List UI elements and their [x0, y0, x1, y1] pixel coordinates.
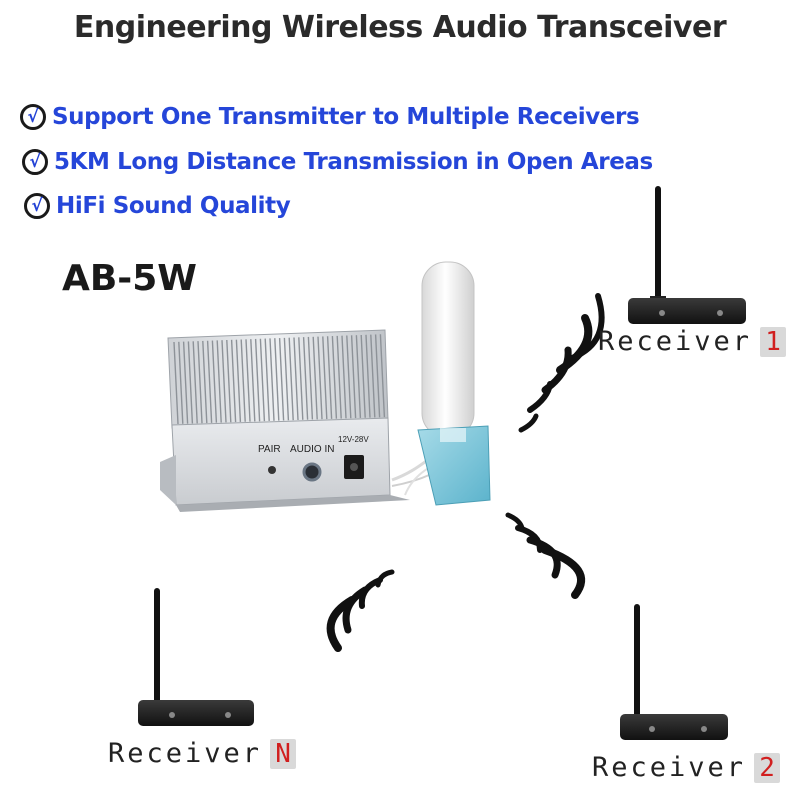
heat-sink — [167, 329, 389, 429]
check-circle-icon: √ — [22, 149, 48, 175]
heat-sink-fin — [350, 335, 357, 419]
signal-wave-rx1-icon — [518, 293, 605, 433]
heat-sink-fin — [346, 335, 352, 419]
heat-sink-fin — [216, 340, 222, 423]
heat-sink-fin — [226, 339, 232, 423]
heat-sink-fin — [182, 341, 189, 424]
receiver-device-n — [138, 588, 254, 726]
feature-text: 5KM Long Distance Transmission in Open A… — [54, 149, 653, 175]
heat-sink-fin — [326, 336, 333, 419]
heat-sink-fin — [250, 339, 256, 422]
heat-sink-fin — [374, 334, 381, 418]
heat-sink-fin — [336, 335, 342, 419]
receiver-label-text: Receiver — [598, 326, 753, 357]
signal-wave-rx2-icon — [505, 512, 585, 599]
heat-sink-fin — [365, 334, 371, 418]
heat-sink-fin — [178, 341, 184, 424]
heat-sink-fin — [192, 341, 198, 424]
heat-sink-fin — [322, 336, 328, 420]
port-label-pair: PAIR — [258, 444, 281, 455]
heat-sink-fin — [206, 340, 213, 423]
audio-jack-icon — [302, 462, 322, 482]
heat-sink-fin — [331, 336, 338, 419]
feature-text: Support One Transmitter to Multiple Rece… — [52, 104, 640, 130]
heat-sink-fin — [370, 334, 376, 418]
feature-item: √ 5KM Long Distance Transmission in Open… — [22, 145, 653, 179]
receiver-label-1: Receiver 1 — [598, 326, 787, 357]
receiver-antenna-icon — [634, 604, 640, 720]
heat-sink-fin — [240, 339, 246, 422]
receiver-device-2 — [620, 604, 728, 740]
feature-item: √ Support One Transmitter to Multiple Re… — [20, 100, 640, 134]
port-label-audio: AUDIO IN — [290, 444, 334, 455]
heat-sink-fin — [235, 339, 242, 422]
heat-sink-fin — [312, 336, 318, 420]
signal-wave-rxn-icon — [326, 569, 395, 652]
heat-sink-fin — [254, 338, 261, 422]
receiver-number-badge: 1 — [760, 326, 787, 357]
heat-sink-fin — [360, 334, 366, 418]
heat-sink-fin — [293, 337, 299, 421]
signal-waves — [326, 293, 605, 652]
receiver-label-text: Receiver — [108, 738, 263, 769]
heat-sink-fin — [317, 336, 323, 420]
heat-sink-fin — [302, 337, 309, 420]
heat-sink-fin — [245, 339, 251, 422]
heat-sink-fin — [283, 337, 290, 421]
heat-sink-fin — [274, 338, 280, 421]
receiver-label-n: Receiver N — [108, 738, 297, 769]
heat-sink-fin — [197, 341, 203, 424]
port-label-power: 12V-28V — [338, 435, 369, 444]
heat-sink-fin — [173, 341, 179, 425]
receiver-label-text: Receiver — [592, 752, 747, 783]
heat-sink-fin — [298, 337, 304, 420]
heat-sink-fin — [341, 335, 347, 419]
page-title: Engineering Wireless Audio Transceiver — [73, 10, 727, 45]
receiver-antenna-icon — [154, 588, 160, 706]
check-circle-icon: √ — [20, 104, 46, 130]
transmitter-antenna — [417, 261, 491, 506]
heat-sink-fin — [230, 339, 237, 423]
heat-sink-fin — [269, 338, 275, 421]
heat-sink-fin — [259, 338, 266, 422]
heat-sink-fin — [202, 340, 208, 424]
heat-sink-fin — [264, 338, 270, 421]
heat-sink-fin — [307, 336, 314, 420]
receiver-device-1 — [628, 186, 746, 324]
heat-sink-fin — [355, 335, 362, 418]
feature-item: √ HiFi Sound Quality — [24, 189, 291, 223]
heat-sink-fin — [288, 337, 294, 421]
receiver-label-2: Receiver 2 — [592, 752, 781, 783]
heat-sink-fin — [187, 341, 194, 424]
feature-text: HiFi Sound Quality — [56, 193, 291, 219]
heat-sink-fin — [221, 340, 227, 423]
heat-sink-fin — [379, 334, 386, 418]
heat-sink-fin — [211, 340, 218, 423]
transmitter-box — [160, 417, 410, 512]
receiver-number-badge: N — [270, 738, 297, 769]
receiver-antenna-icon — [655, 186, 661, 302]
check-circle-icon: √ — [24, 193, 50, 219]
heat-sink-fin — [278, 338, 285, 421]
receiver-number-badge: 2 — [754, 752, 781, 783]
model-name: AB-5W — [62, 258, 197, 299]
pair-button-icon — [268, 466, 276, 474]
